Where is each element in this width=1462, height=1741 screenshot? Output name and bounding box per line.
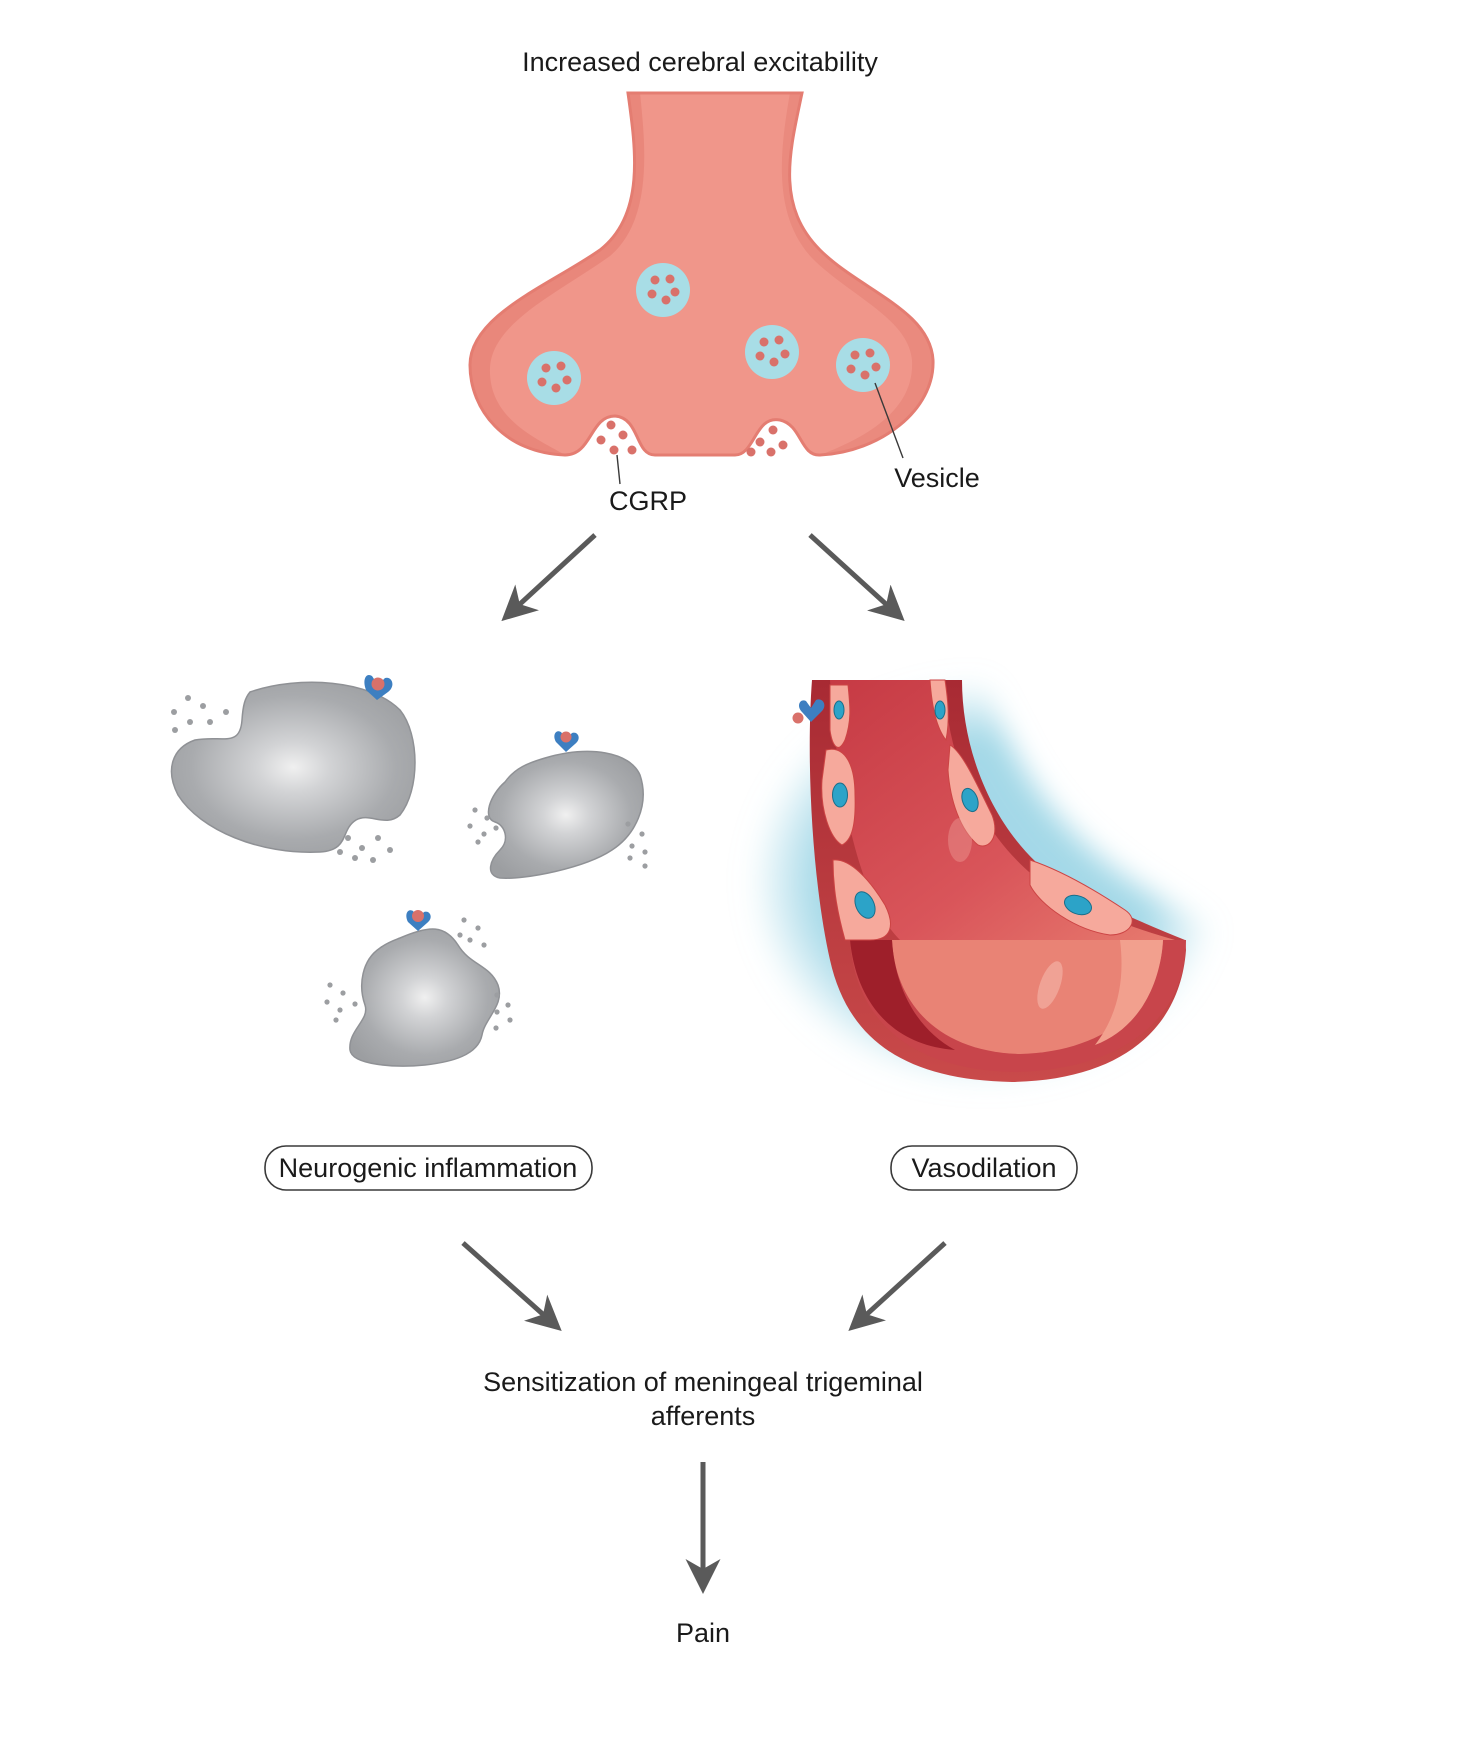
vesicles xyxy=(527,263,890,405)
vesicle-leader-line xyxy=(874,382,904,459)
vesicle xyxy=(527,351,581,405)
blood-vessel xyxy=(749,679,1221,1085)
vesicle xyxy=(836,338,890,392)
vesicle-label: Vesicle xyxy=(894,463,980,493)
top-label: Increased cerebral excitability xyxy=(522,47,878,77)
receptor xyxy=(792,699,825,724)
receptor xyxy=(554,731,579,752)
arrow-neurogenic-to-sensitization xyxy=(461,1241,562,1331)
vesicle xyxy=(636,263,690,317)
sensitization-label-line2: afferents xyxy=(651,1401,756,1431)
mast-cell xyxy=(467,731,648,879)
cgrp-release xyxy=(596,420,788,457)
sensitization-label-line1: Sensitization of meningeal trigeminal xyxy=(483,1367,923,1397)
neuron-terminal xyxy=(468,91,935,457)
endothelial-cells xyxy=(929,679,1133,936)
vasodilation-box: Vasodilation xyxy=(890,1145,1078,1191)
vesicle xyxy=(745,325,799,379)
arrow-vasodilation-to-sensitization xyxy=(848,1241,947,1332)
mast-cell xyxy=(324,910,513,1067)
pain-label: Pain xyxy=(676,1618,730,1648)
vasodilation-label: Vasodilation xyxy=(911,1153,1056,1183)
cgrp-label: CGRP xyxy=(609,486,687,516)
mast-cell xyxy=(170,674,416,863)
arrow-to-vasodilation xyxy=(808,533,905,622)
cgrp-leader-line xyxy=(616,454,621,485)
receptor xyxy=(406,910,431,931)
neurogenic-inflammation-label: Neurogenic inflammation xyxy=(279,1153,578,1183)
receptor xyxy=(364,674,393,700)
neurogenic-inflammation-box: Neurogenic inflammation xyxy=(264,1145,593,1191)
endothelial-cells xyxy=(821,684,891,941)
arrow-to-neurogenic xyxy=(501,533,597,622)
mast-cells xyxy=(170,674,648,1067)
